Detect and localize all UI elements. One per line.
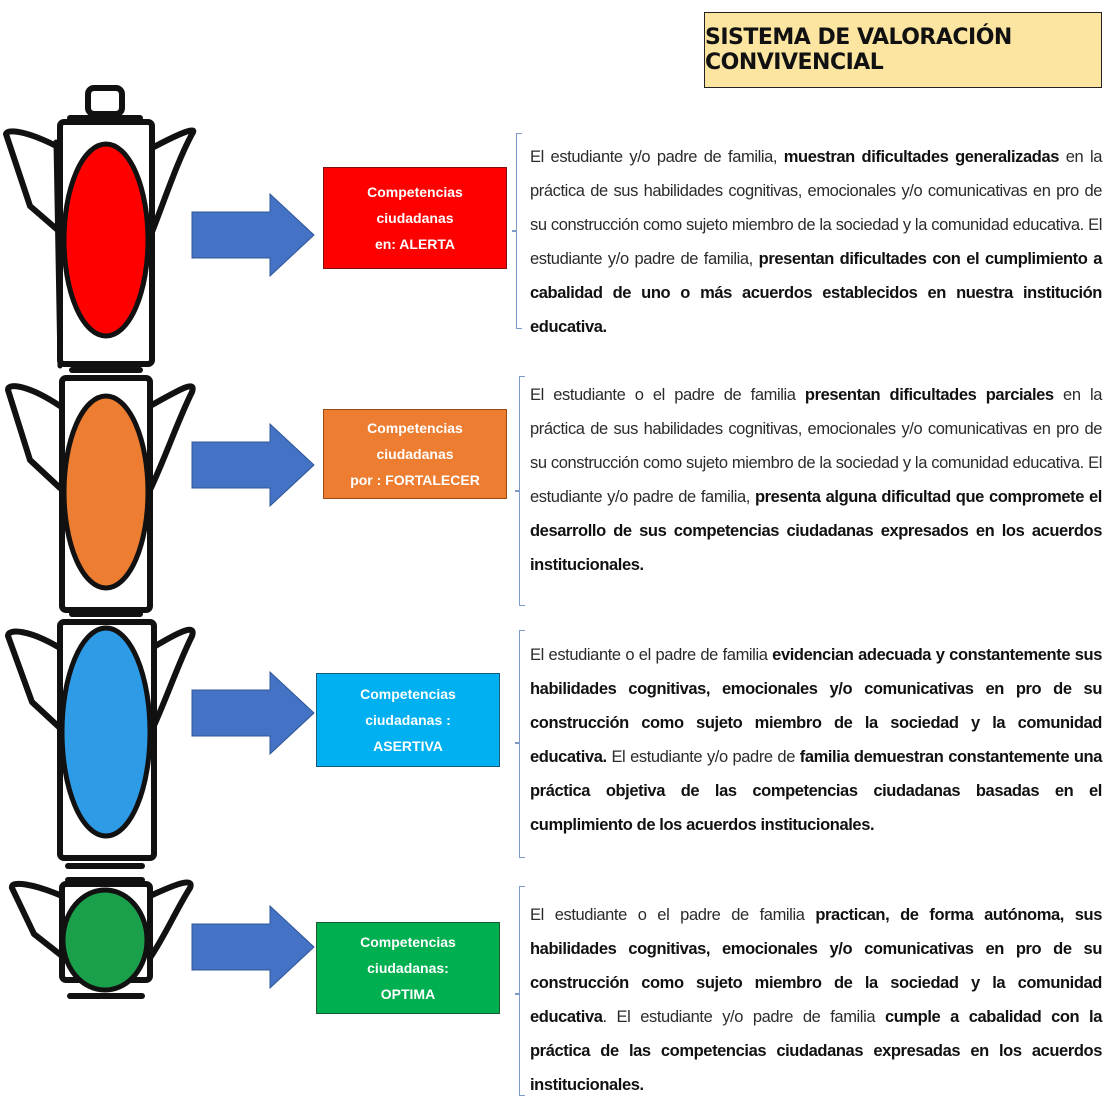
level-label-line2: por : FORTALECER xyxy=(350,472,480,488)
bracket xyxy=(519,630,525,858)
description-bold-text: presentan dificultades con el cumplimien… xyxy=(530,250,1102,336)
arrow-icon xyxy=(191,192,315,278)
level-label-line1: Competencias ciudadanas: xyxy=(360,934,456,976)
arrow-icon xyxy=(191,670,315,756)
level-label-line2: en: ALERTA xyxy=(374,236,456,252)
level-label-alerta: Competencias ciudadanas en: ALERTA xyxy=(323,167,507,269)
description-text: El estudiante y/o padre de xyxy=(606,748,800,766)
description-text: en la práctica de sus habilidades cognit… xyxy=(530,148,1103,268)
description-bold-text: presenta alguna dificultad que compromet… xyxy=(530,488,1102,574)
red-lens xyxy=(61,141,151,339)
description-text: El estudiante y/o padre de familia, xyxy=(530,148,784,166)
diagram-title: SISTEMA DE VALORACIÓN CONVIVENCIAL xyxy=(704,12,1102,88)
description-bold-text: familia demuestran constantemente una pr… xyxy=(530,748,1102,834)
level-label-line2: OPTIMA xyxy=(380,986,436,1002)
level-description-optima: El estudiante o el padre de familia prac… xyxy=(530,898,1102,1102)
description-bold-text: practican, de forma autónoma, sus habili… xyxy=(530,906,1102,1026)
level-label-line1: Competencias ciudadanas xyxy=(367,184,463,226)
level-description-fortalecer: El estudiante o el padre de familia pres… xyxy=(530,378,1102,582)
description-bold-text: muestran dificultades generalizadas xyxy=(783,148,1060,166)
description-text: El estudiante o el padre de familia xyxy=(530,386,805,404)
arrow-icon xyxy=(191,904,315,990)
description-bold-text: presentan dificultades parciales xyxy=(804,386,1054,404)
arrow-icon xyxy=(191,422,315,508)
bracket-tick xyxy=(515,993,520,995)
description-text: El estudiante o el padre de familia xyxy=(530,646,773,664)
traffic-light-illustration xyxy=(3,85,197,999)
description-bold-text: cumple a cabalidad con la práctica de la… xyxy=(530,1008,1102,1094)
description-text: . El estudiante y/o padre de familia xyxy=(602,1008,885,1026)
bracket-tick xyxy=(515,490,520,492)
description-bold-text: evidencian adecuada y constantemente sus… xyxy=(530,646,1102,766)
bracket xyxy=(519,886,525,1096)
level-label-optima: Competencias ciudadanas: OPTIMA xyxy=(316,922,500,1014)
level-label-fortalecer: Competencias ciudadanas por : FORTALECER xyxy=(323,409,507,499)
level-label-line1: Competencias ciudadanas : xyxy=(360,686,456,728)
level-label-line1: Competencias ciudadanas xyxy=(367,420,463,462)
orange-lens xyxy=(61,393,151,591)
level-label-asertiva: Competencias ciudadanas : ASERTIVA xyxy=(316,673,500,767)
description-text: en la práctica de sus habilidades cognit… xyxy=(530,386,1102,506)
level-description-asertiva: El estudiante o el padre de familia evid… xyxy=(530,638,1102,842)
bracket-tick xyxy=(512,230,517,232)
traffic-light-cap xyxy=(85,85,125,117)
bracket-tick xyxy=(515,742,520,744)
level-label-line2: ASERTIVA xyxy=(373,738,443,754)
blue-lens xyxy=(59,625,153,839)
green-lens xyxy=(60,887,150,993)
level-description-alerta: El estudiante y/o padre de familia, mues… xyxy=(530,140,1102,344)
description-text: El estudiante o el padre de familia xyxy=(530,906,816,924)
